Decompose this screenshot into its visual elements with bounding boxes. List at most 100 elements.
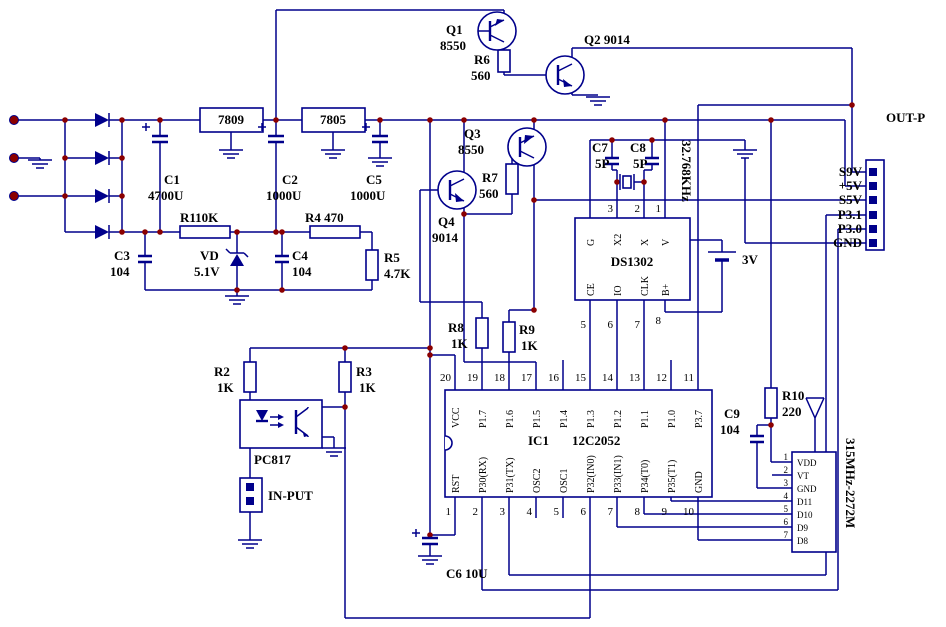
diode-icon <box>95 189 110 203</box>
capacitor-c3-icon <box>138 254 152 264</box>
rf-pin-num: 6 <box>784 517 789 527</box>
c7-value: 5P <box>595 156 610 171</box>
rf-pin-num: 4 <box>784 491 789 501</box>
ds1302-pin-x2: X2 <box>613 234 624 246</box>
r9-value: 1K <box>521 338 539 353</box>
ic1-pin-osc1: OSC1 <box>559 469 570 493</box>
r8-value: 1K <box>451 336 469 351</box>
capacitor-c9-icon <box>750 434 764 444</box>
ic1-pin-num: 15 <box>575 372 587 384</box>
ic1-pin-vcc: VCC <box>451 407 462 428</box>
c9-value: 104 <box>720 422 740 437</box>
input-terminal <box>9 191 19 201</box>
ic1-pin-osc2: OSC2 <box>532 469 543 493</box>
capacitor-c6-icon <box>412 529 438 546</box>
c5-ref: C5 <box>366 172 382 187</box>
ic1-pin-p14: P1.4 <box>559 410 570 428</box>
q2-label: Q2 9014 <box>584 32 630 47</box>
capacitor-c4-icon <box>275 254 289 264</box>
diode-icon <box>95 151 110 165</box>
ds1302-pin-num: 6 <box>608 319 614 331</box>
rf-pin-vt: VT <box>797 471 809 481</box>
ground-icon <box>321 149 345 159</box>
ic1-pin-num: 3 <box>500 506 506 518</box>
rf-pin-gnd: GND <box>797 484 817 494</box>
out-connector-pin <box>869 168 877 176</box>
ic1-pin-num: 4 <box>527 506 533 518</box>
resistor-r3 <box>338 361 352 393</box>
r5-ref: R5 <box>384 250 400 265</box>
resistor-r8 <box>475 317 489 349</box>
ground-icon <box>238 539 262 549</box>
ic1-pin-num: 14 <box>602 372 614 384</box>
rf-pin-num: 2 <box>784 465 789 475</box>
regulator-7809-box <box>199 107 264 133</box>
ic1-pin-num: 10 <box>683 506 695 518</box>
c5-value: 1000U <box>350 188 386 203</box>
battery-3v-icon <box>708 251 736 262</box>
ds1302-pin-num: 2 <box>635 203 641 215</box>
c9-ref: C9 <box>724 406 740 421</box>
c2-ref: C2 <box>282 172 298 187</box>
resistor-r1 <box>179 225 231 239</box>
ic1-pin-num: 19 <box>467 372 479 384</box>
q4-ref: Q4 <box>438 214 455 229</box>
ic1-pin-p11: P1.1 <box>640 410 651 428</box>
out-pin-s9v: S9V <box>839 164 863 179</box>
ic1-pin-gnd: GND <box>694 471 705 493</box>
r6-ref: R6 <box>474 52 490 67</box>
rf-pin-d9: D9 <box>797 523 808 533</box>
ic1-pin-p35t1: P35(T1) <box>667 460 678 493</box>
c6-label: C6 10U <box>446 566 488 581</box>
r5-value: 4.7K <box>384 266 411 281</box>
ic1-pin-num: 12 <box>656 372 667 384</box>
ic1-pin-num: 20 <box>440 372 452 384</box>
zener-diode-icon <box>225 248 249 266</box>
ic1-pin-num: 18 <box>494 372 506 384</box>
ground-icon <box>586 96 610 106</box>
ground-icon <box>225 295 249 305</box>
capacitor-c2-icon <box>258 123 284 144</box>
wires-input-section <box>249 348 346 618</box>
resistor-r9 <box>502 321 516 353</box>
q1-ref: Q1 <box>446 22 463 37</box>
out-connector-pin <box>869 182 877 190</box>
ds1302-pin-io: IO <box>613 285 624 296</box>
ground-icon <box>28 159 52 169</box>
r8-ref: R8 <box>448 320 464 335</box>
rf-pin-num: 3 <box>784 478 789 488</box>
ic1-part: 12C2052 <box>572 433 620 448</box>
r4-label: R4 470 <box>305 210 344 225</box>
transistor-q4 <box>437 170 477 210</box>
ds1302-pin-ce: CE <box>586 283 597 296</box>
capacitor-c5-icon <box>362 123 388 144</box>
ds1302-pin-num: 3 <box>608 203 614 215</box>
rf-pin-d10: D10 <box>797 510 813 520</box>
ic1-pin-p31tx: P31(TX) <box>505 457 516 493</box>
input-terminal <box>9 153 19 163</box>
pc817-led-icon <box>256 410 268 423</box>
transistor-q2 <box>545 55 585 95</box>
vd-ref: VD <box>200 248 219 263</box>
ic1-pin-num: 8 <box>635 506 641 518</box>
r3-ref: R3 <box>356 364 372 379</box>
wires-mcu-section <box>250 120 866 619</box>
r10-value: 220 <box>782 404 802 419</box>
out-connector-pin <box>869 225 877 233</box>
ground-icons <box>28 96 757 565</box>
resistor-r2 <box>243 361 257 393</box>
ground-icon <box>219 149 243 159</box>
ds1302-pin-num: 8 <box>656 315 662 327</box>
c8-ref: C8 <box>630 140 646 155</box>
ic1-pin-p12: P1.2 <box>613 410 624 428</box>
ic1-pin-p15: P1.5 <box>532 410 543 428</box>
ic1-pin-num: 11 <box>683 372 694 384</box>
ic1-pin-p34t0: P34(T0) <box>640 460 651 493</box>
ds1302-chip-box <box>574 217 691 301</box>
r7-value: 560 <box>479 186 499 201</box>
ds1302-pin-x: X <box>640 238 651 246</box>
rf-pin-d8: D8 <box>797 536 808 546</box>
crystal-frequency-label: 32.768KHz <box>679 140 694 202</box>
ic1-pin-p17: P1.7 <box>478 410 489 428</box>
input-connector-pin <box>246 497 254 505</box>
